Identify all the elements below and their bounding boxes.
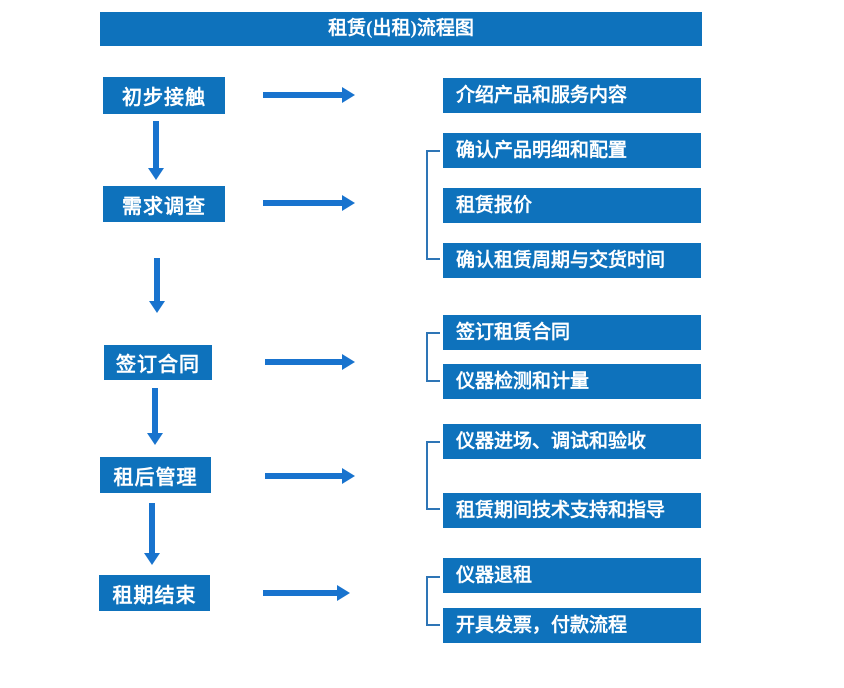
right-arrow-2 — [263, 195, 355, 211]
down-arrow-shaft — [153, 121, 159, 169]
stage-box-demand-survey: 需求调查 — [103, 186, 225, 222]
right-arrow-3 — [265, 354, 355, 370]
detail-box-instrument-setup-acceptance: 仪器进场、调试和验收 — [443, 424, 701, 459]
right-arrow-shaft — [263, 92, 343, 98]
stage-box-rental-end: 租期结束 — [99, 575, 210, 611]
detail-box-instrument-inspection: 仪器检测和计量 — [443, 364, 701, 399]
detail-box-sign-rental-contract: 签订租赁合同 — [443, 315, 701, 350]
right-arrow-4 — [265, 468, 355, 484]
right-arrow-head-icon — [342, 468, 355, 484]
right-arrow-shaft — [263, 590, 338, 596]
flowchart-title: 租赁(出租)流程图 — [100, 12, 702, 46]
right-arrow-5 — [263, 585, 350, 601]
down-arrow-1 — [148, 121, 164, 180]
right-arrow-head-icon — [342, 195, 355, 211]
detail-box-rental-quote: 租赁报价 — [443, 188, 701, 223]
down-arrow-head-icon — [147, 433, 163, 445]
right-arrow-head-icon — [337, 585, 350, 601]
detail-box-confirm-product-details: 确认产品明细和配置 — [443, 133, 701, 168]
stage-box-initial-contact: 初步接触 — [103, 77, 225, 114]
stage-box-sign-contract: 签订合同 — [104, 345, 212, 380]
bracket-group-rental-end — [426, 576, 440, 626]
down-arrow-head-icon — [149, 301, 165, 313]
bracket-group-post-rental — [426, 441, 440, 510]
detail-box-confirm-period-delivery: 确认租赁周期与交货时间 — [443, 243, 701, 278]
stage-box-post-rental-management: 租后管理 — [100, 457, 211, 493]
detail-box-tech-support: 租赁期间技术支持和指导 — [443, 493, 701, 528]
down-arrow-4 — [144, 503, 160, 565]
detail-box-introduce-products: 介绍产品和服务内容 — [443, 78, 701, 113]
right-arrow-head-icon — [342, 354, 355, 370]
right-arrow-head-icon — [342, 87, 355, 103]
down-arrow-head-icon — [148, 168, 164, 180]
down-arrow-3 — [147, 388, 163, 445]
right-arrow-shaft — [265, 359, 343, 365]
detail-box-invoice-payment: 开具发票，付款流程 — [443, 608, 701, 643]
down-arrow-head-icon — [144, 553, 160, 565]
down-arrow-shaft — [149, 503, 155, 554]
detail-box-instrument-return: 仪器退租 — [443, 558, 701, 593]
right-arrow-shaft — [265, 473, 343, 479]
right-arrow-shaft — [263, 200, 343, 206]
down-arrow-2 — [149, 258, 165, 313]
down-arrow-shaft — [152, 388, 158, 434]
down-arrow-shaft — [154, 258, 160, 302]
right-arrow-1 — [263, 87, 355, 103]
bracket-group-sign-contract — [426, 332, 440, 382]
bracket-group-demand-survey — [426, 150, 440, 260]
